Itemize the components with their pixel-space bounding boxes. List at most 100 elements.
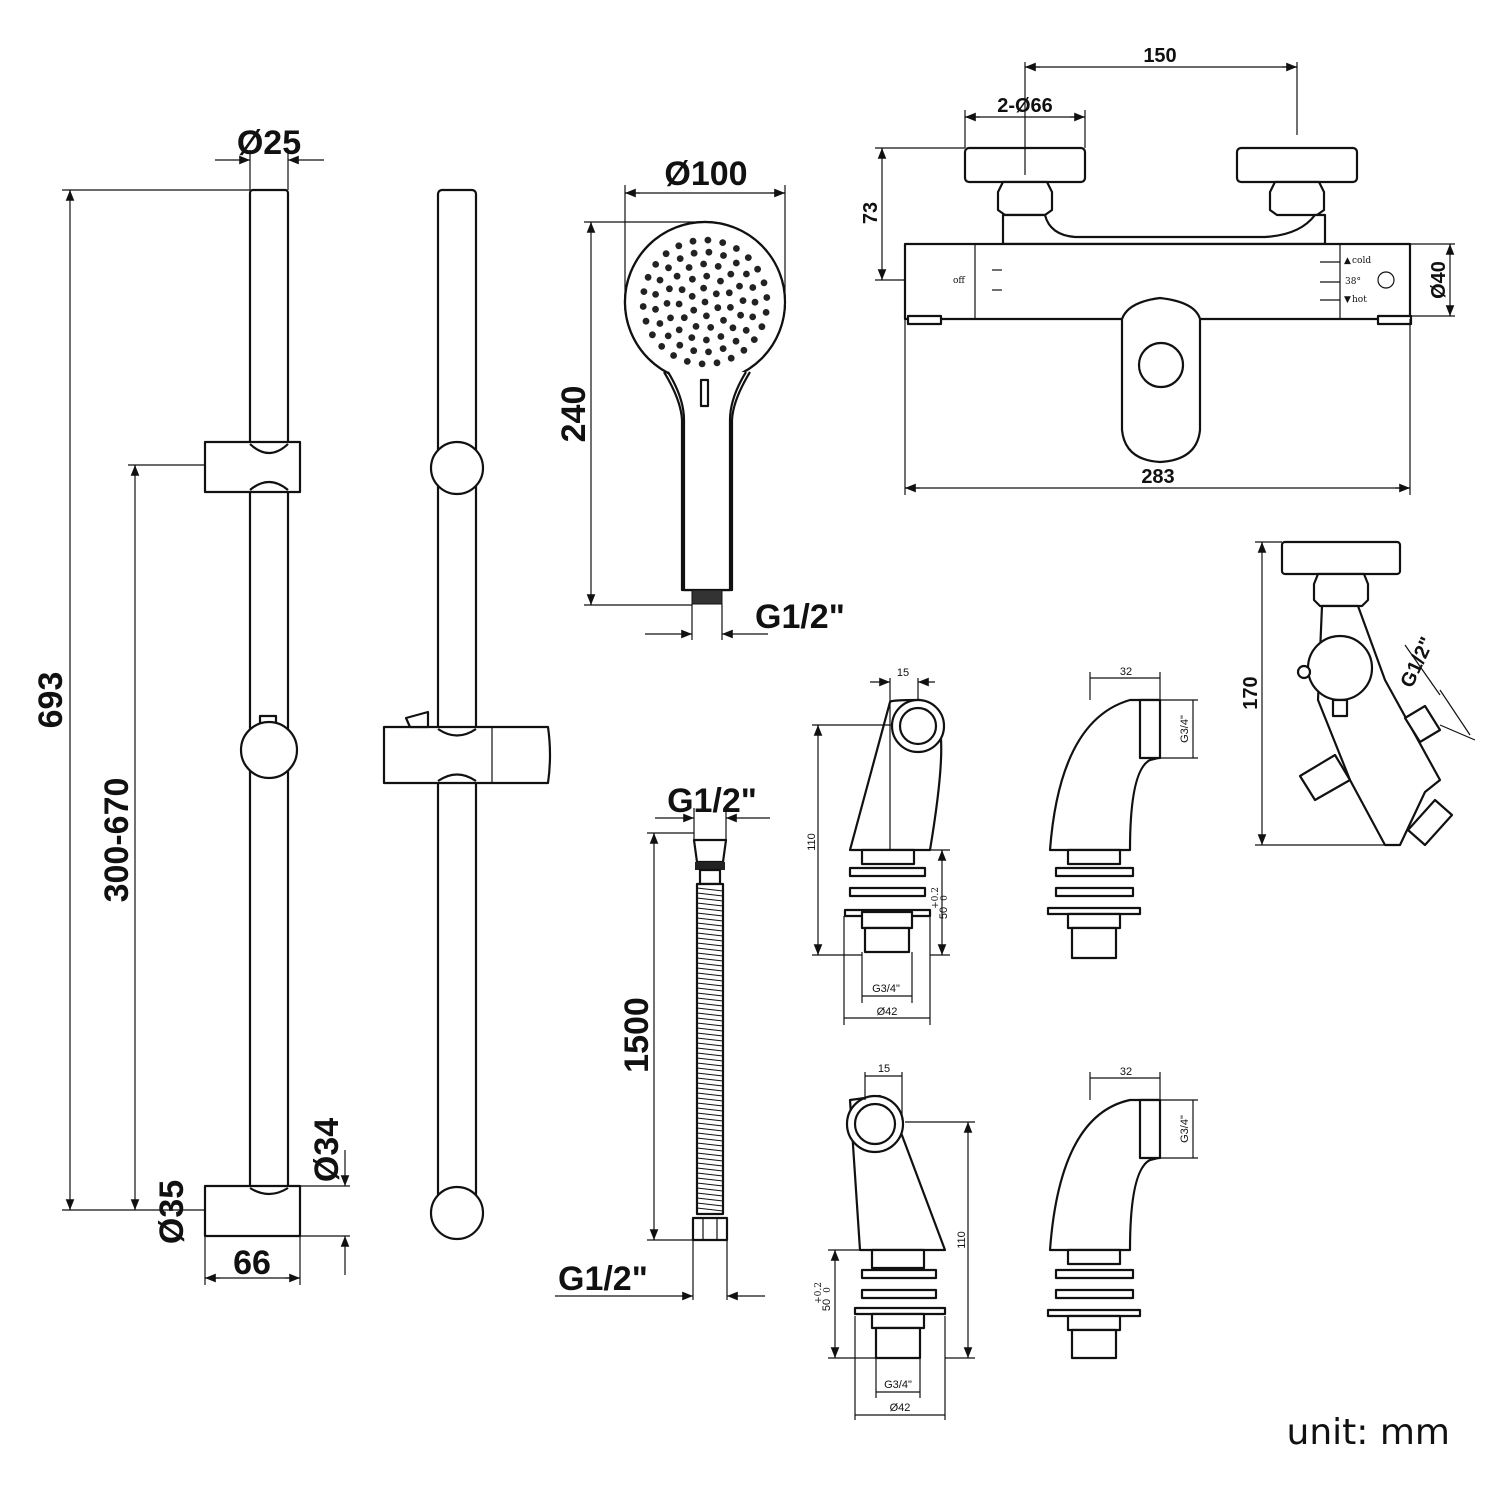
legs-top-dimensions: 15 110 50 +0.2 0 G3/4" Ø42 32 G3/4": [806, 666, 1198, 1025]
leg-top-base-dia-label: Ø42: [877, 1006, 898, 1018]
spray-nozzle: [705, 248, 713, 256]
hose-coil: [696, 932, 724, 937]
hose-coil: [696, 1017, 724, 1022]
spray-nozzle: [683, 358, 691, 365]
valve-centres-label: 150: [1143, 45, 1176, 67]
spray-nozzle: [737, 311, 744, 319]
hose-coil: [696, 1192, 724, 1197]
leg-bottom-thread-label: G3/4": [884, 1379, 912, 1391]
hose-coil: [696, 1187, 724, 1192]
hose-coil: [696, 982, 724, 987]
leg-top-thread-label: G3/4": [872, 983, 900, 995]
spray-nozzle: [763, 294, 771, 301]
hose-coil: [696, 1132, 724, 1137]
spray-nozzle: [762, 309, 770, 316]
spray-nozzle: [740, 346, 748, 354]
spray-nozzle: [717, 277, 724, 285]
hose-coil: [696, 1052, 724, 1057]
spray-nozzles: [639, 236, 771, 368]
hose-coil: [696, 942, 724, 947]
leg-bottom-offset-label: 15: [878, 1063, 890, 1075]
hose-coil: [696, 927, 724, 932]
spray-nozzle: [749, 313, 757, 321]
spray-nozzle: [727, 354, 735, 362]
hose-coil: [696, 1097, 724, 1102]
hose-coil: [696, 1202, 724, 1207]
spray-nozzle: [688, 292, 696, 300]
spray-nozzle: [754, 265, 761, 273]
rail-tube-dia-label: Ø25: [237, 124, 301, 162]
spray-nozzle: [675, 242, 683, 250]
spray-nozzle: [656, 276, 664, 284]
leg-bottom-height-label: 110: [956, 1231, 968, 1249]
leg-top-tolerance-lower: 0: [940, 895, 950, 901]
spray-nozzle: [676, 255, 684, 262]
hose-coil: [696, 1057, 724, 1062]
valve-off-label: off: [953, 276, 965, 286]
leg-bottom-side-thread-label: G3/4": [1179, 1115, 1191, 1143]
spray-nozzle: [652, 291, 659, 298]
hose-coil: [696, 907, 724, 912]
spray-nozzle: [678, 286, 686, 294]
hose-coil: [696, 1072, 724, 1077]
hose-coil: [696, 1067, 724, 1072]
rail-adjust-range-label: 300-670: [98, 778, 136, 903]
spray-nozzle: [703, 272, 711, 280]
svg-text:50: 50: [938, 907, 950, 919]
spray-nozzle: [719, 239, 727, 247]
spray-nozzle: [676, 341, 684, 349]
hose-coil: [696, 897, 724, 902]
spray-nozzle: [680, 314, 688, 322]
leg-top-projection-label: 32: [1120, 666, 1132, 678]
hose-coil: [696, 1042, 724, 1047]
spray-nozzle: [751, 298, 759, 306]
hose-coil: [696, 912, 724, 917]
hose-bottom-thread-label: G1/2": [558, 1260, 648, 1298]
hose-coil: [696, 1062, 724, 1067]
spray-nozzle: [640, 288, 648, 295]
valve-side-view: [1280, 540, 1454, 847]
valve-body-dia-label: Ø40: [1428, 261, 1450, 299]
hose-length-label: 1500: [618, 997, 656, 1073]
leg-bottom-base-dia-label: Ø42: [890, 1402, 911, 1414]
spray-nozzle: [652, 261, 660, 268]
valve-height-label: 73: [860, 202, 882, 224]
spray-nozzle: [670, 352, 677, 359]
valve-cold-label: cold: [1352, 256, 1371, 266]
hose-coil: [696, 1082, 724, 1087]
spray-nozzle: [667, 314, 674, 322]
spray-nozzle: [729, 324, 737, 332]
hose-coil: [696, 1112, 724, 1117]
spray-nozzle: [742, 326, 750, 334]
leg-bottom-tolerance-upper: +0.2: [814, 1282, 824, 1304]
spray-nozzle: [665, 264, 672, 272]
hose-coil: [696, 997, 724, 1002]
valve-width-label: 283: [1141, 466, 1174, 488]
hose-coil: [696, 1142, 724, 1147]
spray-nozzle: [750, 336, 758, 343]
handset-thread-label: G1/2": [755, 598, 845, 636]
spray-nozzle: [758, 323, 766, 331]
spray-nozzle: [662, 250, 670, 258]
hose-coil: [696, 947, 724, 952]
spray-nozzle: [703, 312, 710, 320]
hose-coil: [696, 1022, 724, 1027]
handset-length-label: 240: [555, 386, 593, 443]
spray-nozzle: [703, 336, 710, 344]
hose-coils: [696, 887, 724, 1212]
spray-nozzle: [685, 264, 693, 271]
hose-coil: [696, 972, 724, 977]
hose-coil: [696, 1007, 724, 1012]
spray-nozzle: [656, 320, 664, 327]
spray-nozzle: [714, 263, 722, 270]
hose-coil: [696, 937, 724, 942]
hose-coil: [696, 1077, 724, 1082]
spray-nozzle: [720, 316, 727, 324]
leg-top-offset-label: 15: [897, 667, 909, 679]
spray-nozzle: [663, 300, 671, 307]
leg-left-top: [843, 698, 946, 954]
head-dia-label: Ø100: [664, 155, 747, 193]
spray-nozzle: [675, 326, 683, 334]
valve-dimensions: 150 2-Ø66 73 Ø40 283: [860, 45, 1455, 495]
spray-nozzle: [760, 279, 768, 287]
